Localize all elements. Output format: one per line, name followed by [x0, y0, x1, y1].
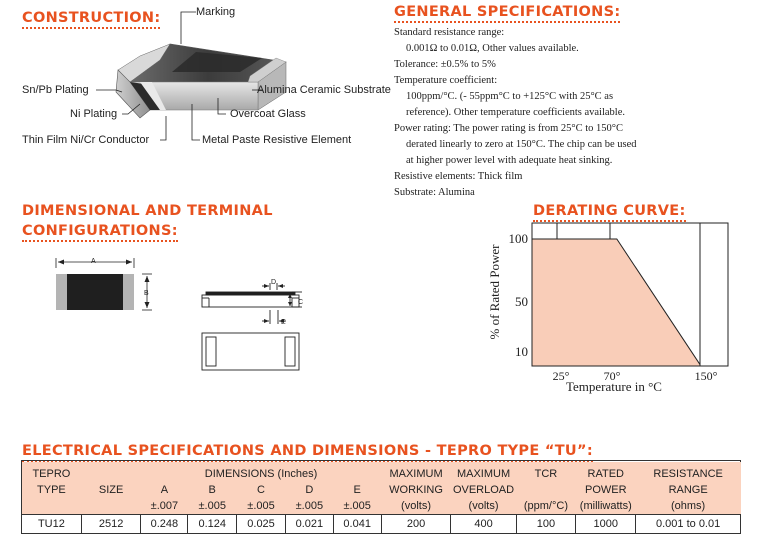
spec-line: Temperature coefficient:	[394, 75, 498, 86]
label-ni-plating: Ni Plating	[70, 108, 118, 120]
label-thin-film: Thin Film Ni/Cr Conductor	[22, 134, 150, 146]
dim-letter-d: D	[271, 279, 277, 286]
dimensional-heading-line1: DIMENSIONAL AND TERMINAL	[22, 203, 273, 219]
dimension-drawing-top	[55, 258, 152, 311]
dim-letter-b: B	[144, 290, 149, 297]
y-tick-label: 50	[515, 294, 528, 309]
spec-line: Substrate: Alumina	[394, 187, 475, 198]
x-tick-label: 25°	[553, 369, 570, 383]
x-tick-label: 70°	[604, 369, 621, 383]
spec-line: derated linearly to zero at 150°C. The c…	[406, 139, 637, 150]
label-snpb-plating: Sn/Pb Plating	[22, 84, 89, 96]
dim-letter-c: C	[298, 299, 304, 306]
th-rated: RATED	[575, 462, 636, 482]
label-marking: Marking	[196, 6, 236, 18]
label-metal-paste: Metal Paste Resistive Element	[202, 134, 352, 146]
th-tepro: TEPRO	[21, 462, 82, 482]
spec-line: Tolerance: ±0.5% to 5%	[394, 59, 496, 70]
table-header-row-3: ±.007 ±.005 ±.005 ±.005 ±.005 (volts) (v…	[21, 498, 741, 515]
snpb-plating-layer	[140, 82, 166, 110]
th-max-working: MAXIMUM	[381, 462, 451, 482]
th-dimensions: DIMENSIONS (Inches)	[140, 462, 382, 482]
derating-area	[532, 239, 700, 366]
label-alumina-substrate: Alumina Ceramic Substrate	[257, 84, 391, 96]
th-max-overload: MAXIMUM	[450, 462, 517, 482]
general-specs-heading: GENERAL SPECIFICATIONS:	[394, 4, 621, 23]
dimension-drawing-bottom	[201, 332, 300, 371]
electrical-heading: ELECTRICAL SPECIFICATIONS AND DIMENSIONS…	[22, 443, 593, 462]
x-tick-label: 150°	[695, 369, 718, 383]
ni-plating-layer	[130, 82, 160, 110]
y-tick-label: 10	[515, 344, 528, 359]
spec-line: reference). Other temperature coefficien…	[406, 107, 626, 118]
label-overcoat-glass: Overcoat Glass	[230, 108, 306, 120]
th-resistance: RESISTANCE	[635, 462, 741, 482]
dim-letter-a: A	[91, 258, 96, 265]
construction-heading: CONSTRUCTION:	[22, 10, 161, 29]
left-termination-side	[115, 69, 151, 119]
derating-line	[532, 238, 701, 365]
spec-line: Resistive elements: Thick film	[394, 171, 523, 182]
derating-heading: DERATING CURVE:	[533, 203, 686, 222]
spec-line: at higher power level with adequate heat…	[406, 155, 613, 166]
y-tick-label: 100	[509, 231, 529, 246]
dimension-drawing-side	[201, 283, 302, 324]
spec-line: Standard resistance range:	[394, 27, 505, 38]
chart-xlabel: Temperature in °C	[566, 379, 662, 394]
spec-line: 100ppm/°C. (- 55ppm°C to +125°C with 25°…	[406, 91, 614, 102]
th-tcr: TCR	[516, 462, 576, 482]
electrical-specs-table: TEPRO DIMENSIONS (Inches) MAXIMUM MAXIMU…	[21, 462, 741, 534]
spec-line: Power rating: The power rating is from 2…	[394, 123, 623, 134]
chart-frame	[531, 222, 729, 367]
spec-line: 0.001Ω to 0.01Ω, Other values available.	[406, 43, 579, 54]
table-row: TU12 2512 0.248 0.124 0.025 0.021 0.041 …	[21, 514, 741, 534]
dim-letter-e: E	[281, 319, 286, 326]
chart-ylabel: % of Rated Power	[487, 244, 502, 340]
table-header-row-1: TEPRO DIMENSIONS (Inches) MAXIMUM MAXIMU…	[21, 462, 741, 482]
dimensional-heading-line2: CONFIGURATIONS:	[22, 223, 178, 242]
table-header-row-2: TYPE SIZE A B C D E WORKING OVERLOAD POW…	[21, 482, 741, 498]
marking-area	[172, 52, 262, 72]
